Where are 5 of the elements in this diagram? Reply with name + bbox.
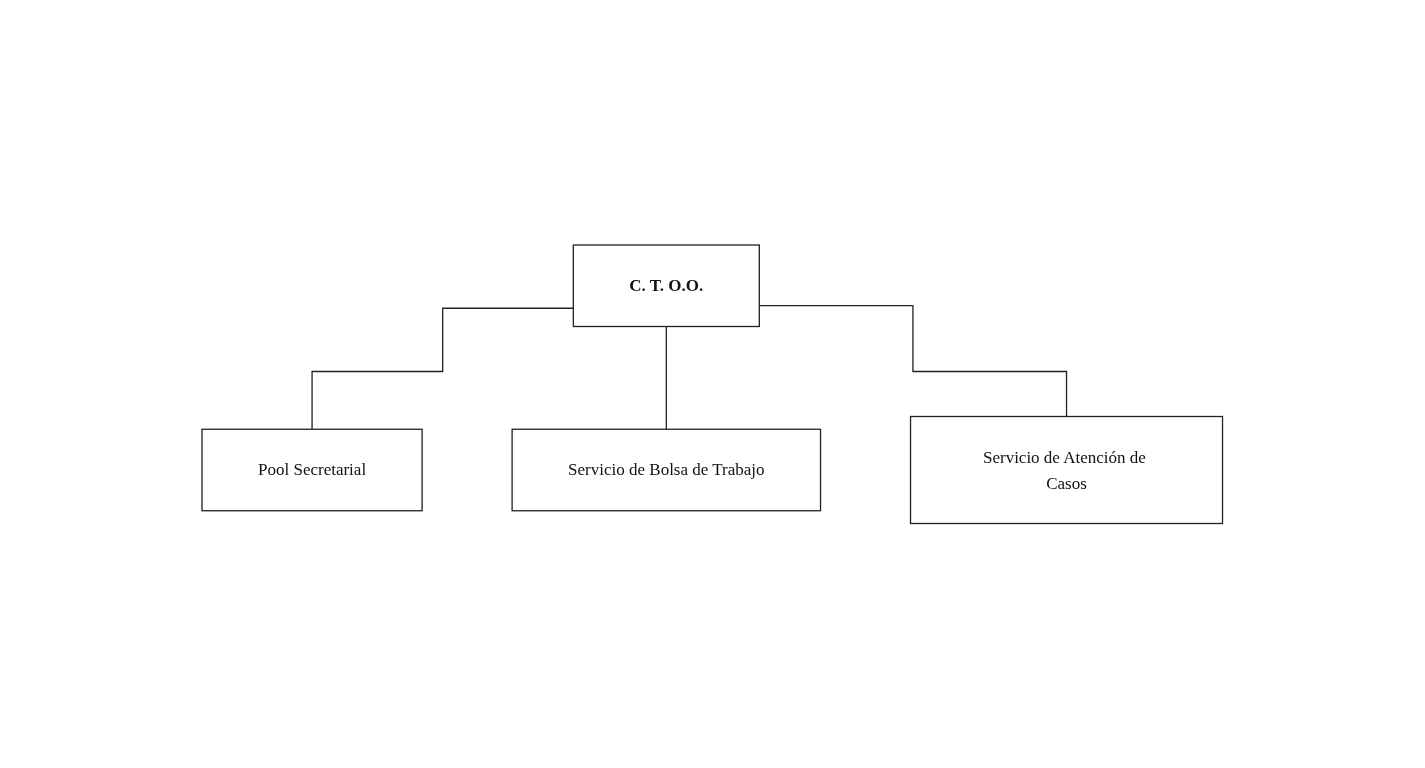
node-box: Servicio de Atención de Casos bbox=[910, 415, 1224, 524]
node-box: Servicio de Bolsa de Trabajo bbox=[511, 428, 822, 512]
node-box: C. T. O.O. bbox=[572, 244, 761, 327]
connector bbox=[665, 325, 668, 430]
node-box: Pool Secretarial bbox=[201, 428, 423, 512]
